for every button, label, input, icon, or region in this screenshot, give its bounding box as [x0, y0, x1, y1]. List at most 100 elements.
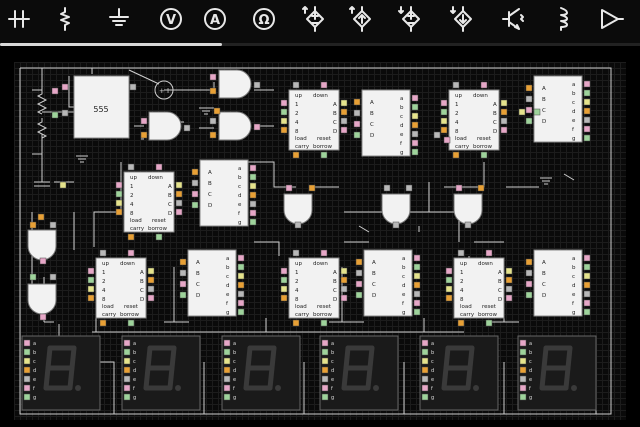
555-timer-chip[interactable]: 555	[61, 75, 137, 139]
wire[interactable]	[32, 134, 43, 155]
pin[interactable]	[411, 112, 419, 120]
pin[interactable]	[583, 107, 591, 115]
pin[interactable]	[123, 393, 131, 401]
pin[interactable]	[340, 285, 348, 293]
connector-node[interactable]	[51, 111, 59, 119]
pin[interactable]	[452, 151, 460, 159]
pin[interactable]	[115, 190, 123, 198]
pin[interactable]	[175, 199, 183, 207]
pin[interactable]	[249, 200, 257, 208]
pin[interactable]	[179, 258, 187, 266]
pin[interactable]	[29, 221, 37, 229]
pin[interactable]	[525, 280, 533, 288]
voltage-source-down-tool[interactable]	[396, 5, 426, 33]
pin[interactable]	[223, 339, 231, 347]
pin[interactable]	[39, 313, 47, 321]
pin[interactable]	[292, 81, 300, 89]
pin[interactable]	[127, 233, 135, 241]
pin[interactable]	[583, 89, 591, 97]
decoder-6-body[interactable]	[533, 249, 583, 317]
pin[interactable]	[421, 384, 429, 392]
pin[interactable]	[123, 348, 131, 356]
pin[interactable]	[485, 249, 493, 257]
and-gate-4[interactable]	[283, 184, 316, 229]
pin[interactable]	[39, 257, 47, 265]
pin[interactable]	[179, 291, 187, 299]
pin[interactable]	[500, 117, 508, 125]
pin[interactable]	[23, 348, 31, 356]
pin[interactable]	[457, 249, 465, 257]
pin[interactable]	[59, 181, 67, 189]
pin[interactable]	[525, 117, 533, 125]
pin[interactable]	[518, 108, 526, 116]
pin[interactable]	[253, 81, 261, 89]
pin[interactable]	[445, 285, 453, 293]
connector-node[interactable]	[443, 136, 451, 144]
pin[interactable]	[413, 308, 421, 316]
pin[interactable]	[525, 269, 533, 277]
pin[interactable]	[583, 299, 591, 307]
pin[interactable]	[123, 357, 131, 365]
and-gate-8-body[interactable]	[27, 283, 57, 315]
pin[interactable]	[191, 168, 199, 176]
pin[interactable]	[519, 348, 527, 356]
counter-6-body[interactable]	[453, 257, 505, 319]
pin[interactable]	[237, 290, 245, 298]
pin[interactable]	[175, 190, 183, 198]
pin[interactable]	[127, 163, 135, 171]
and-gate-6[interactable]	[453, 184, 485, 229]
pin[interactable]	[285, 184, 293, 192]
counter-4-body[interactable]	[95, 257, 147, 319]
pin[interactable]	[421, 393, 429, 401]
pin[interactable]	[525, 106, 533, 114]
and-gate-1[interactable]	[209, 69, 261, 99]
pin[interactable]	[61, 109, 69, 117]
pin[interactable]	[237, 263, 245, 271]
pin[interactable]	[129, 83, 137, 91]
pin[interactable]	[308, 184, 316, 192]
transistor-tool[interactable]	[498, 5, 528, 33]
pin[interactable]	[175, 181, 183, 189]
pin[interactable]	[411, 139, 419, 147]
pin[interactable]	[500, 126, 508, 134]
pin[interactable]	[392, 221, 400, 229]
pin[interactable]	[23, 366, 31, 374]
pin[interactable]	[340, 99, 348, 107]
pin[interactable]	[29, 273, 37, 281]
pin[interactable]	[321, 339, 329, 347]
pin[interactable]	[49, 273, 57, 281]
pin[interactable]	[583, 308, 591, 316]
pin[interactable]	[320, 319, 328, 327]
pin[interactable]	[413, 290, 421, 298]
and-gate-1-body[interactable]	[218, 69, 252, 99]
dc-voltage-source[interactable]: + I	[154, 80, 174, 100]
and-gate-5[interactable]	[381, 184, 413, 229]
pin[interactable]	[280, 276, 288, 284]
pin[interactable]	[147, 285, 155, 293]
connector-node[interactable]	[37, 213, 45, 221]
play-tool[interactable]	[595, 5, 625, 33]
connector-node[interactable]	[518, 108, 526, 116]
pin[interactable]	[23, 393, 31, 401]
pin[interactable]	[280, 267, 288, 275]
and-gate-5-body[interactable]	[381, 193, 411, 225]
pin[interactable]	[583, 254, 591, 262]
pin[interactable]	[87, 276, 95, 284]
pin[interactable]	[115, 208, 123, 216]
connector-node[interactable]	[433, 131, 441, 139]
pin[interactable]	[51, 111, 59, 119]
pin[interactable]	[280, 117, 288, 125]
pin[interactable]	[500, 99, 508, 107]
and-gate-8[interactable]	[27, 273, 57, 321]
decoder-5-body[interactable]	[363, 249, 413, 317]
pin[interactable]	[443, 136, 451, 144]
